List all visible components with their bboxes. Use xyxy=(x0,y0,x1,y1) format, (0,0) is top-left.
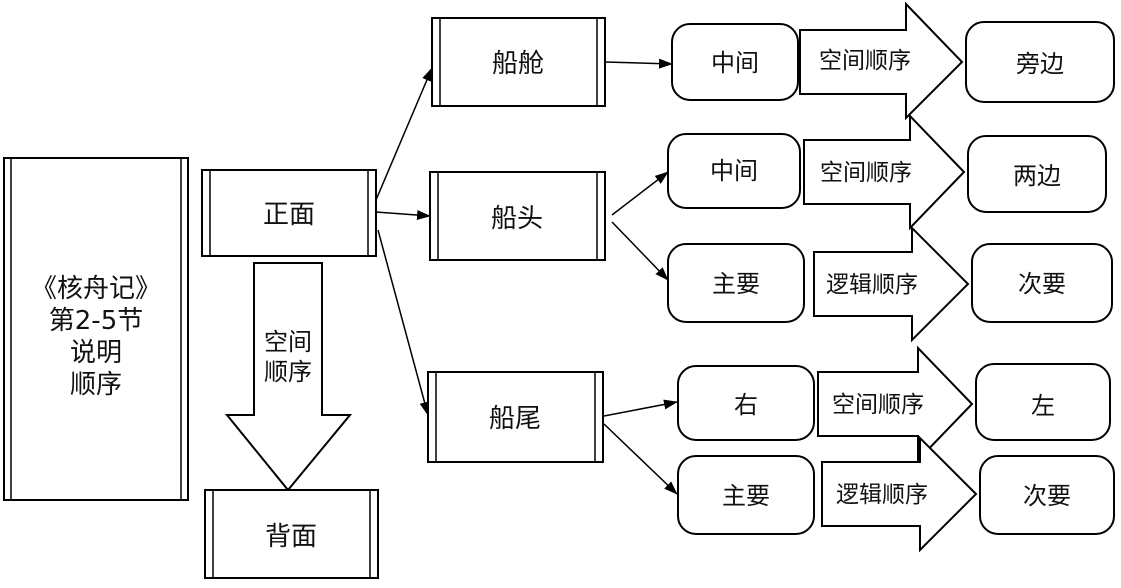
bow-order: 空间顺序 xyxy=(820,160,912,186)
front-label: 正面 xyxy=(263,200,315,230)
front-to-back-order-line-2: 顺序 xyxy=(264,358,312,386)
bow-from-2: 主要 xyxy=(712,270,760,298)
stern-from-2: 主要 xyxy=(722,482,770,510)
stern-order: 空间顺序 xyxy=(832,392,924,418)
source-line-1: 《核舟记》 xyxy=(31,274,161,304)
row-cabin: 中间 空间顺序 旁边 xyxy=(671,1,1115,121)
part-box-bow: 船头 xyxy=(429,171,606,261)
row-bow-space: 中间 空间顺序 两边 xyxy=(667,113,1107,231)
part-label-bow: 船头 xyxy=(491,204,543,234)
part-label-cabin: 船舱 xyxy=(492,49,544,79)
cabin-order: 空间顺序 xyxy=(819,48,911,74)
row-stern-space: 右 空间顺序 左 xyxy=(677,345,1111,463)
row-bow-logic: 主要 逻辑顺序 次要 xyxy=(667,225,1113,343)
bow-from: 中间 xyxy=(710,157,758,185)
part-label-stern: 船尾 xyxy=(489,404,541,434)
bow-order-2: 逻辑顺序 xyxy=(826,272,918,298)
bow-to-2: 次要 xyxy=(1018,270,1066,298)
front-box: 正面 xyxy=(201,169,377,257)
back-label: 背面 xyxy=(265,522,317,552)
part-box-stern: 船尾 xyxy=(427,371,604,463)
source-box: 《核舟记》 第2-5节 说明 顺序 xyxy=(3,157,189,501)
source-line-3: 说明 xyxy=(70,338,122,368)
front-connectors xyxy=(375,67,433,416)
stern-from: 右 xyxy=(734,391,758,419)
source-line-4: 顺序 xyxy=(70,370,122,400)
row-stern-logic: 主要 逻辑顺序 次要 xyxy=(677,435,1115,553)
cabin-to: 旁边 xyxy=(1016,50,1064,78)
stern-to: 左 xyxy=(1031,392,1055,420)
part-connectors xyxy=(603,58,678,495)
stern-order-2: 逻辑顺序 xyxy=(836,482,928,508)
stern-to-2: 次要 xyxy=(1023,482,1071,510)
bow-to: 两边 xyxy=(1013,162,1061,190)
cabin-from: 中间 xyxy=(711,49,759,77)
front-to-back-order-line-1: 空间 xyxy=(264,328,312,356)
front-to-back-arrow: 空间 顺序 xyxy=(224,262,353,492)
back-box: 背面 xyxy=(204,489,379,579)
part-box-cabin: 船舱 xyxy=(431,17,606,107)
source-line-2: 第2-5节 xyxy=(49,306,143,336)
